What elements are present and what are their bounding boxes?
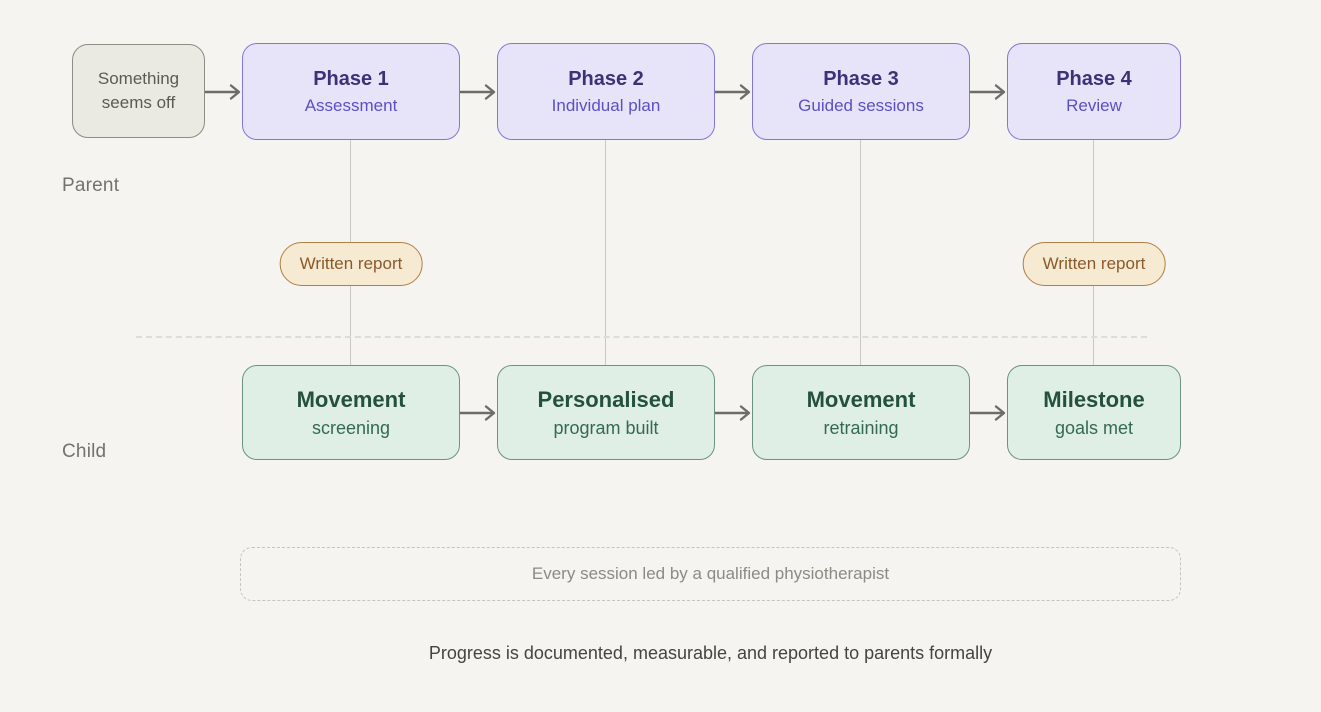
written-report-pill: Written report	[1022, 242, 1166, 286]
arrow-right-icon	[205, 84, 241, 100]
footer-note: Progress is documented, measurable, and …	[428, 643, 993, 663]
child-node-3: Movement retraining	[752, 365, 970, 460]
phase-4-subtitle: Review	[1066, 95, 1122, 115]
written-report-label: Written report	[1042, 254, 1146, 273]
child-node-2: Personalised program built	[497, 365, 715, 460]
arrow-right-icon	[460, 405, 496, 421]
written-report-pill: Written report	[279, 242, 423, 286]
child-4-title: Milestone	[1043, 386, 1145, 412]
session-banner-text: Every session led by a qualified physiot…	[531, 564, 890, 583]
lane-label-child: Child	[62, 441, 107, 462]
arrow-right-icon	[970, 84, 1006, 100]
session-banner: Every session led by a qualified physiot…	[240, 547, 1181, 601]
phase-node-2: Phase 2 Individual plan	[497, 43, 715, 140]
lane-label-parent: Parent	[62, 175, 120, 196]
start-node-label: Something seems off	[97, 69, 180, 112]
phase-1-subtitle: Assessment	[304, 95, 398, 115]
phase-node-3: Phase 3 Guided sessions	[752, 43, 970, 140]
connector-line-phase3	[860, 140, 861, 365]
child-2-subtitle: program built	[553, 417, 659, 438]
child-3-title: Movement	[806, 386, 916, 412]
phase-3-title: Phase 3	[823, 67, 899, 90]
written-report-label: Written report	[299, 254, 403, 273]
phase-node-1: Phase 1 Assessment	[242, 43, 460, 140]
lane-divider	[136, 336, 1147, 338]
connector-line-phase2	[605, 140, 606, 365]
child-4-subtitle: goals met	[1054, 417, 1134, 438]
phase-4-title: Phase 4	[1056, 67, 1132, 90]
child-1-subtitle: screening	[311, 417, 391, 438]
phase-1-title: Phase 1	[313, 67, 389, 90]
arrow-right-icon	[715, 405, 751, 421]
arrow-right-icon	[715, 84, 751, 100]
child-3-subtitle: retraining	[823, 417, 899, 438]
phase-2-title: Phase 2	[568, 67, 644, 90]
arrow-right-icon	[970, 405, 1006, 421]
phase-3-subtitle: Guided sessions	[798, 95, 924, 115]
arrow-right-icon	[460, 84, 496, 100]
start-node: Something seems off	[72, 44, 205, 138]
child-node-1: Movement screening	[242, 365, 460, 460]
phase-node-4: Phase 4 Review	[1007, 43, 1181, 140]
phase-2-subtitle: Individual plan	[551, 95, 661, 115]
child-2-title: Personalised	[537, 386, 675, 412]
child-1-title: Movement	[296, 386, 406, 412]
child-node-4: Milestone goals met	[1007, 365, 1181, 460]
